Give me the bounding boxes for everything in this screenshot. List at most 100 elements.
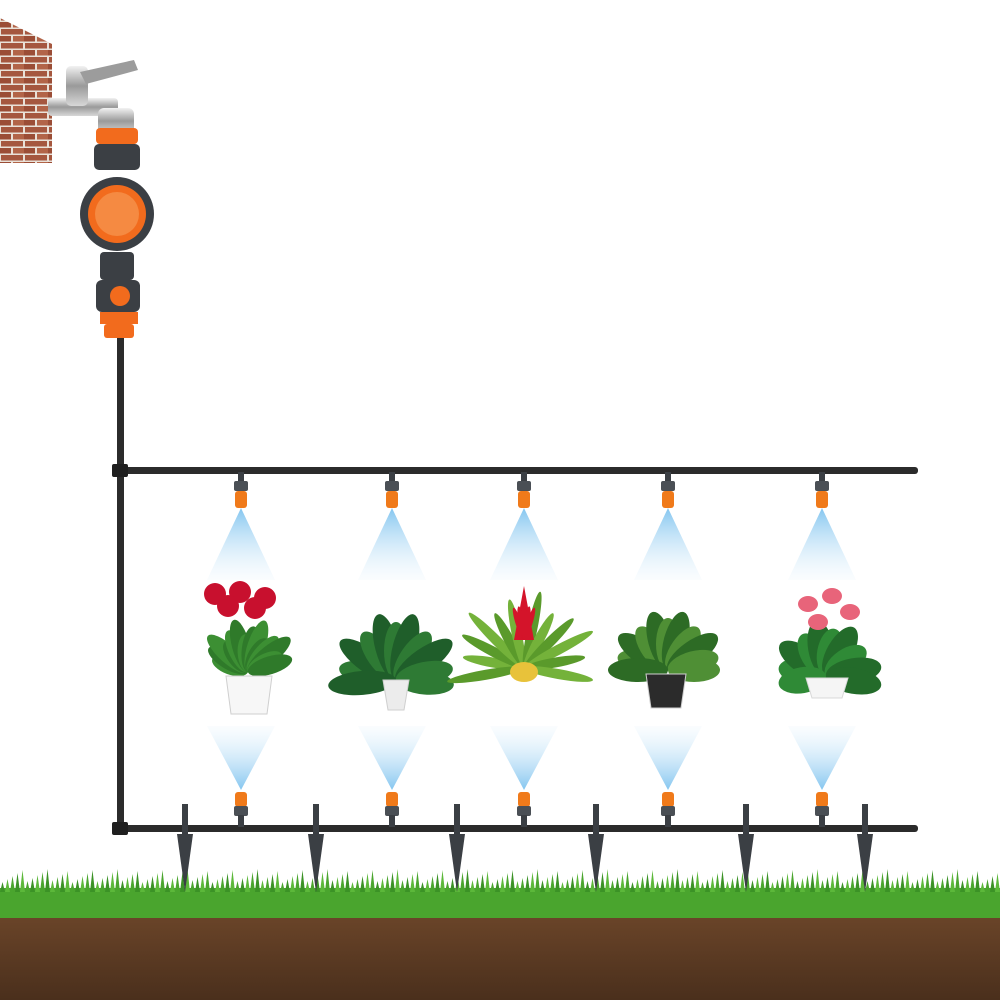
plant-layer (204, 581, 882, 715)
grass-blade (35, 875, 40, 892)
nozzle-stem (665, 472, 671, 482)
grass-blade (20, 870, 25, 892)
grass-blade (410, 874, 415, 892)
grass-blade (40, 872, 45, 892)
grass-blade (650, 870, 655, 892)
nozzle-stem (389, 472, 395, 482)
grass-blade (540, 880, 545, 892)
grass-blade (995, 873, 1000, 892)
plant-dieffenbachia (608, 611, 720, 709)
nozzle-body (815, 481, 829, 491)
white-round-pot (382, 679, 410, 711)
grass-blade (295, 873, 300, 892)
grass-blade (115, 869, 120, 892)
anthurium-flower (822, 588, 842, 604)
ground-stake-icon (738, 834, 754, 892)
grass-blade (590, 878, 595, 892)
grass-blade (765, 871, 770, 892)
grass-blade (830, 874, 835, 892)
grass-blade (375, 881, 380, 892)
mist-spray-down (634, 508, 702, 580)
grass-blade (125, 877, 130, 892)
stake-stem (313, 804, 319, 834)
mist-nozzle-icon (816, 792, 828, 807)
leaf (462, 634, 525, 669)
grass-blade (980, 882, 985, 892)
grass-blade (710, 876, 715, 892)
grass-blade (800, 878, 805, 892)
grass-blade (25, 881, 30, 892)
grass-blade (665, 875, 670, 892)
grass-blade (970, 874, 975, 892)
mist-spray-down (207, 508, 275, 580)
lower-branch-tube (120, 825, 918, 832)
ground-stake-icon (177, 834, 193, 892)
grass-blade (920, 876, 925, 892)
ground-stake-icon (308, 834, 324, 892)
leaf (523, 607, 536, 641)
leaf-group (468, 612, 525, 669)
mist-spray-down (358, 508, 426, 580)
grass-blade (840, 882, 845, 892)
ground-stake-icon (588, 834, 604, 892)
grass-blade (85, 873, 90, 892)
grass-blade (340, 874, 345, 892)
grass-blade (60, 874, 65, 892)
grass-blade (915, 879, 920, 892)
grass-blade (905, 871, 910, 892)
leaf (395, 670, 454, 695)
nozzle-stem (819, 815, 825, 827)
leaf-group (462, 634, 525, 669)
mist-layer (207, 508, 856, 790)
grass-blade (945, 875, 950, 892)
grass-blade (490, 882, 495, 892)
stake-stem (743, 804, 749, 834)
grass-blade (130, 874, 135, 892)
grass-blade (220, 876, 225, 892)
grass-blade (140, 882, 145, 892)
grass-blade (150, 876, 155, 892)
grass-blade (120, 880, 125, 892)
mist-spray-up (358, 726, 426, 790)
mist-nozzle-icon (662, 491, 674, 508)
grass-blade (675, 869, 680, 892)
nozzle-stem (819, 472, 825, 482)
grass-blade (450, 878, 455, 892)
grass-blade (570, 876, 575, 892)
grass-blade (560, 882, 565, 892)
grass-blade (670, 872, 675, 892)
grass-blade (755, 877, 760, 892)
grass-blade (790, 870, 795, 892)
nozzle-stem (521, 815, 527, 827)
grass-blade (200, 874, 205, 892)
upper-branch-tube (120, 467, 918, 474)
mist-spray-up (207, 726, 275, 790)
grass-blade (360, 876, 365, 892)
grass-blade (555, 871, 560, 892)
grass-blade (205, 871, 210, 892)
grass-blade (880, 872, 885, 892)
grass-blade (575, 873, 580, 892)
plant-calathea (328, 614, 454, 711)
grass-blade (90, 870, 95, 892)
grass-blade (580, 870, 585, 892)
nozzle-stem (389, 815, 395, 827)
grass-blade (385, 875, 390, 892)
leaf (328, 670, 397, 696)
anthurium-flower (840, 604, 860, 620)
grass-blade (780, 876, 785, 892)
grass-blade (705, 879, 710, 892)
nozzle-body (385, 806, 399, 816)
grass-blade (805, 875, 810, 892)
grass-blade (50, 880, 55, 892)
nozzle-body (661, 806, 675, 816)
grass-blade (390, 872, 395, 892)
stake-layer (177, 804, 873, 892)
grass-blade (895, 877, 900, 892)
leaf-group (523, 630, 593, 669)
water-timer-icon (80, 128, 154, 338)
leaf-group (247, 654, 293, 677)
leaf (523, 618, 574, 669)
grass-blade (860, 870, 865, 892)
